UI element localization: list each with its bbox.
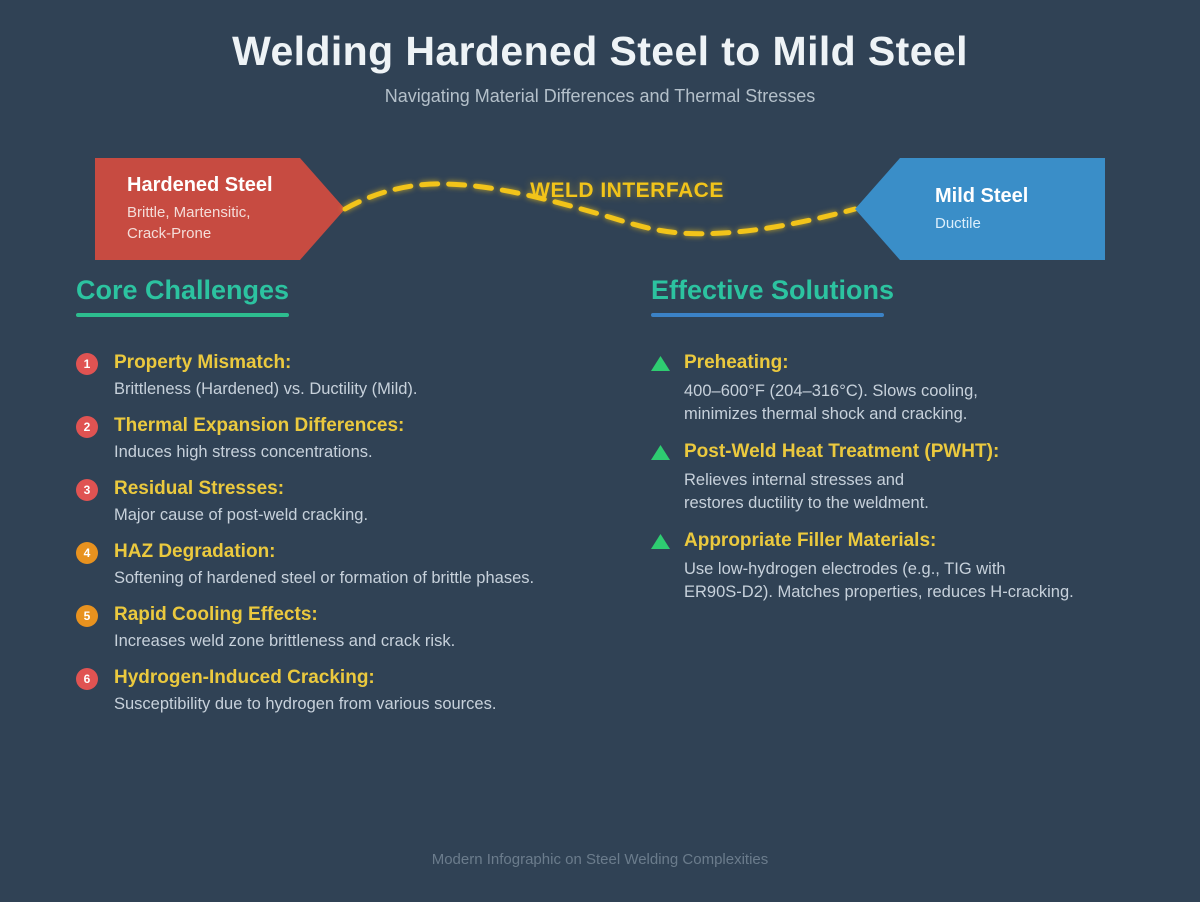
solution-title: Post-Weld Heat Treatment (PWHT): bbox=[684, 441, 1000, 462]
challenge-title: Residual Stresses: bbox=[114, 478, 285, 499]
challenge-item: 6 Hydrogen-Induced Cracking: Susceptibil… bbox=[76, 665, 621, 715]
number-badge-icon: 2 bbox=[76, 416, 98, 438]
challenge-desc: Major cause of post-weld cracking. bbox=[114, 506, 369, 524]
page-subtitle: Navigating Material Differences and Ther… bbox=[384, 86, 816, 106]
number-badge-icon: 6 bbox=[76, 668, 98, 690]
challenge-item: 1 Property Mismatch: Brittleness (Harden… bbox=[76, 350, 621, 400]
solution-title: Preheating: bbox=[684, 352, 789, 373]
challenge-item: 4 HAZ Degradation: Softening of hardened… bbox=[76, 539, 621, 589]
solutions-list: Preheating: 400–600°F (204–316°C). Slows… bbox=[651, 350, 1171, 604]
solutions-heading: Effective Solutions bbox=[651, 275, 895, 305]
challenge-item: 3 Residual Stresses: Major cause of post… bbox=[76, 476, 621, 526]
challenge-desc: Increases weld zone brittleness and crac… bbox=[114, 632, 456, 650]
challenge-title: Hydrogen-Induced Cracking: bbox=[114, 667, 375, 688]
challenge-desc: Softening of hardened steel or formation… bbox=[114, 569, 535, 587]
hardened-steel-name: Hardened Steel bbox=[127, 174, 273, 196]
solution-desc: Use low-hydrogen electrodes (e.g., TIG w… bbox=[684, 560, 1074, 601]
mild-steel-name: Mild Steel bbox=[935, 184, 1029, 207]
solution-item: Preheating: 400–600°F (204–316°C). Slows… bbox=[651, 350, 1171, 426]
solution-desc: Relieves internal stresses and restores … bbox=[684, 471, 929, 512]
challenges-list: 1 Property Mismatch: Brittleness (Harden… bbox=[76, 350, 621, 715]
solution-item: Post-Weld Heat Treatment (PWHT): Relieve… bbox=[651, 439, 1171, 515]
solution-title: Appropriate Filler Materials: bbox=[684, 530, 937, 551]
challenges-underline bbox=[76, 313, 289, 317]
challenge-title: Property Mismatch: bbox=[114, 352, 292, 373]
page-title: Welding Hardened Steel to Mild Steel bbox=[232, 28, 968, 74]
challenge-title: HAZ Degradation: bbox=[114, 541, 276, 562]
solutions-underline bbox=[651, 313, 884, 317]
number-badge-icon: 4 bbox=[76, 542, 98, 564]
solutions-column: Effective Solutions Preheating: 400–600°… bbox=[651, 274, 1171, 617]
challenge-item: 2 Thermal Expansion Differences: Induces… bbox=[76, 413, 621, 463]
weld-interface-curve bbox=[342, 181, 858, 237]
challenges-column: Core Challenges 1 Property Mismatch: Bri… bbox=[76, 274, 621, 728]
challenge-desc: Brittleness (Hardened) vs. Ductility (Mi… bbox=[114, 380, 418, 398]
mild-steel-traits: Ductile bbox=[935, 214, 981, 232]
number-badge-icon: 3 bbox=[76, 479, 98, 501]
mild-steel-banner: Mild Steel Ductile bbox=[855, 158, 1105, 260]
challenge-desc: Induces high stress concentrations. bbox=[114, 443, 373, 461]
triangle-bullet-icon bbox=[651, 445, 670, 460]
hardened-steel-banner: Hardened Steel Brittle, Martensitic, Cra… bbox=[95, 158, 345, 260]
number-badge-icon: 1 bbox=[76, 353, 98, 375]
challenge-title: Thermal Expansion Differences: bbox=[114, 415, 405, 436]
challenges-heading: Core Challenges bbox=[76, 275, 290, 305]
hardened-steel-traits: Brittle, Martensitic, Crack-Prone bbox=[127, 204, 251, 242]
solution-desc: 400–600°F (204–316°C). Slows cooling, mi… bbox=[684, 382, 978, 423]
weld-interface-label: WELD INTERFACE bbox=[530, 179, 724, 202]
number-badge-icon: 5 bbox=[76, 605, 98, 627]
footer-caption: Modern Infographic on Steel Welding Comp… bbox=[431, 851, 769, 868]
triangle-bullet-icon bbox=[651, 356, 670, 371]
challenge-title: Rapid Cooling Effects: bbox=[114, 604, 318, 625]
solution-item: Appropriate Filler Materials: Use low-hy… bbox=[651, 528, 1171, 604]
challenge-item: 5 Rapid Cooling Effects: Increases weld … bbox=[76, 602, 621, 652]
triangle-bullet-icon bbox=[651, 534, 670, 549]
challenge-desc: Susceptibility due to hydrogen from vari… bbox=[114, 695, 497, 713]
